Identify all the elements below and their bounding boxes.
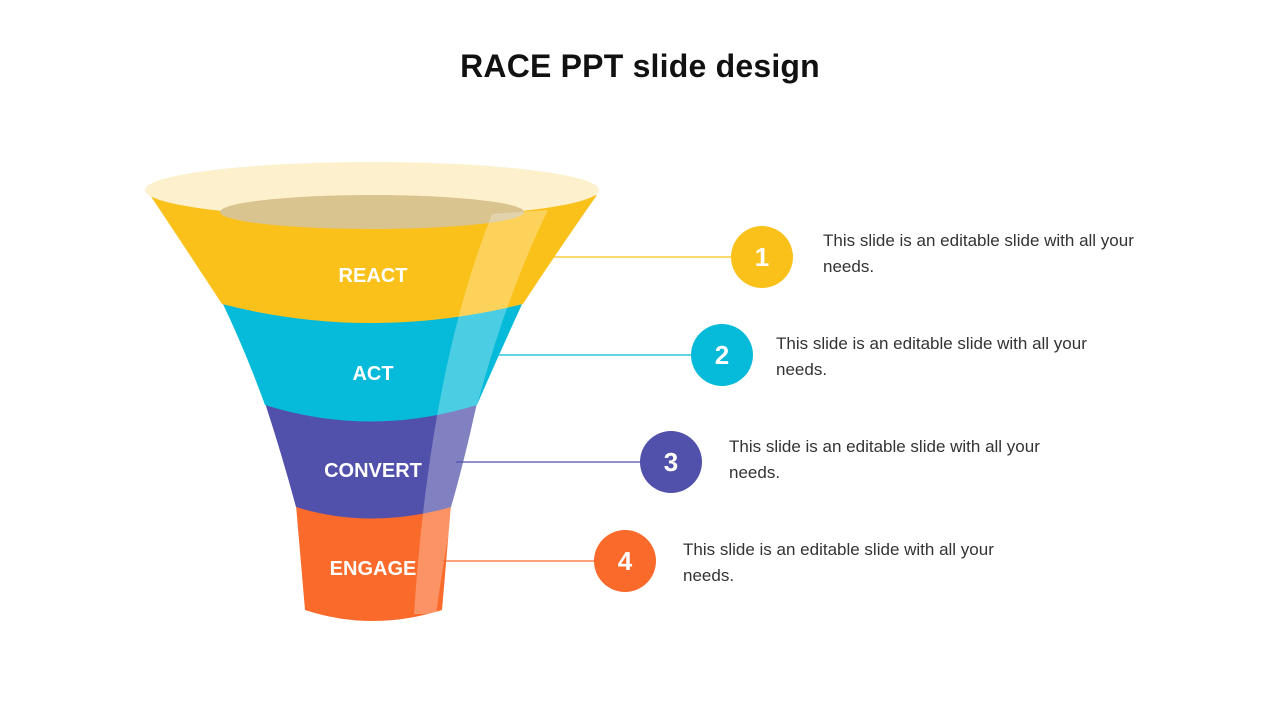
step-description-4: This slide is an editable slide with all… (683, 540, 994, 585)
slide-title: RACE PPT slide design (460, 48, 820, 84)
funnel-segment-react (150, 195, 597, 323)
step-description-2: This slide is an editable slide with all… (776, 334, 1087, 379)
step-number-4: 4 (594, 530, 656, 592)
stage-label-convert: CONVERT (324, 460, 422, 482)
step-description-1: This slide is an editable slide with all… (823, 231, 1134, 276)
step-description-3: This slide is an editable slide with all… (729, 437, 1040, 482)
stage-label-act: ACT (352, 363, 394, 385)
funnel-segment-engage (296, 505, 451, 621)
funnel-segment-act (222, 302, 523, 422)
stage-label-engage: ENGAGE (329, 558, 417, 580)
funnel-highlight (414, 210, 548, 614)
step-number-3: 3 (640, 431, 702, 493)
funnel-opening (220, 195, 524, 229)
step-number-2: 2 (691, 324, 753, 386)
funnel-segment-convert (265, 403, 477, 519)
step-number-1: 1 (731, 226, 793, 288)
stage-label-react: REACT (338, 265, 408, 287)
